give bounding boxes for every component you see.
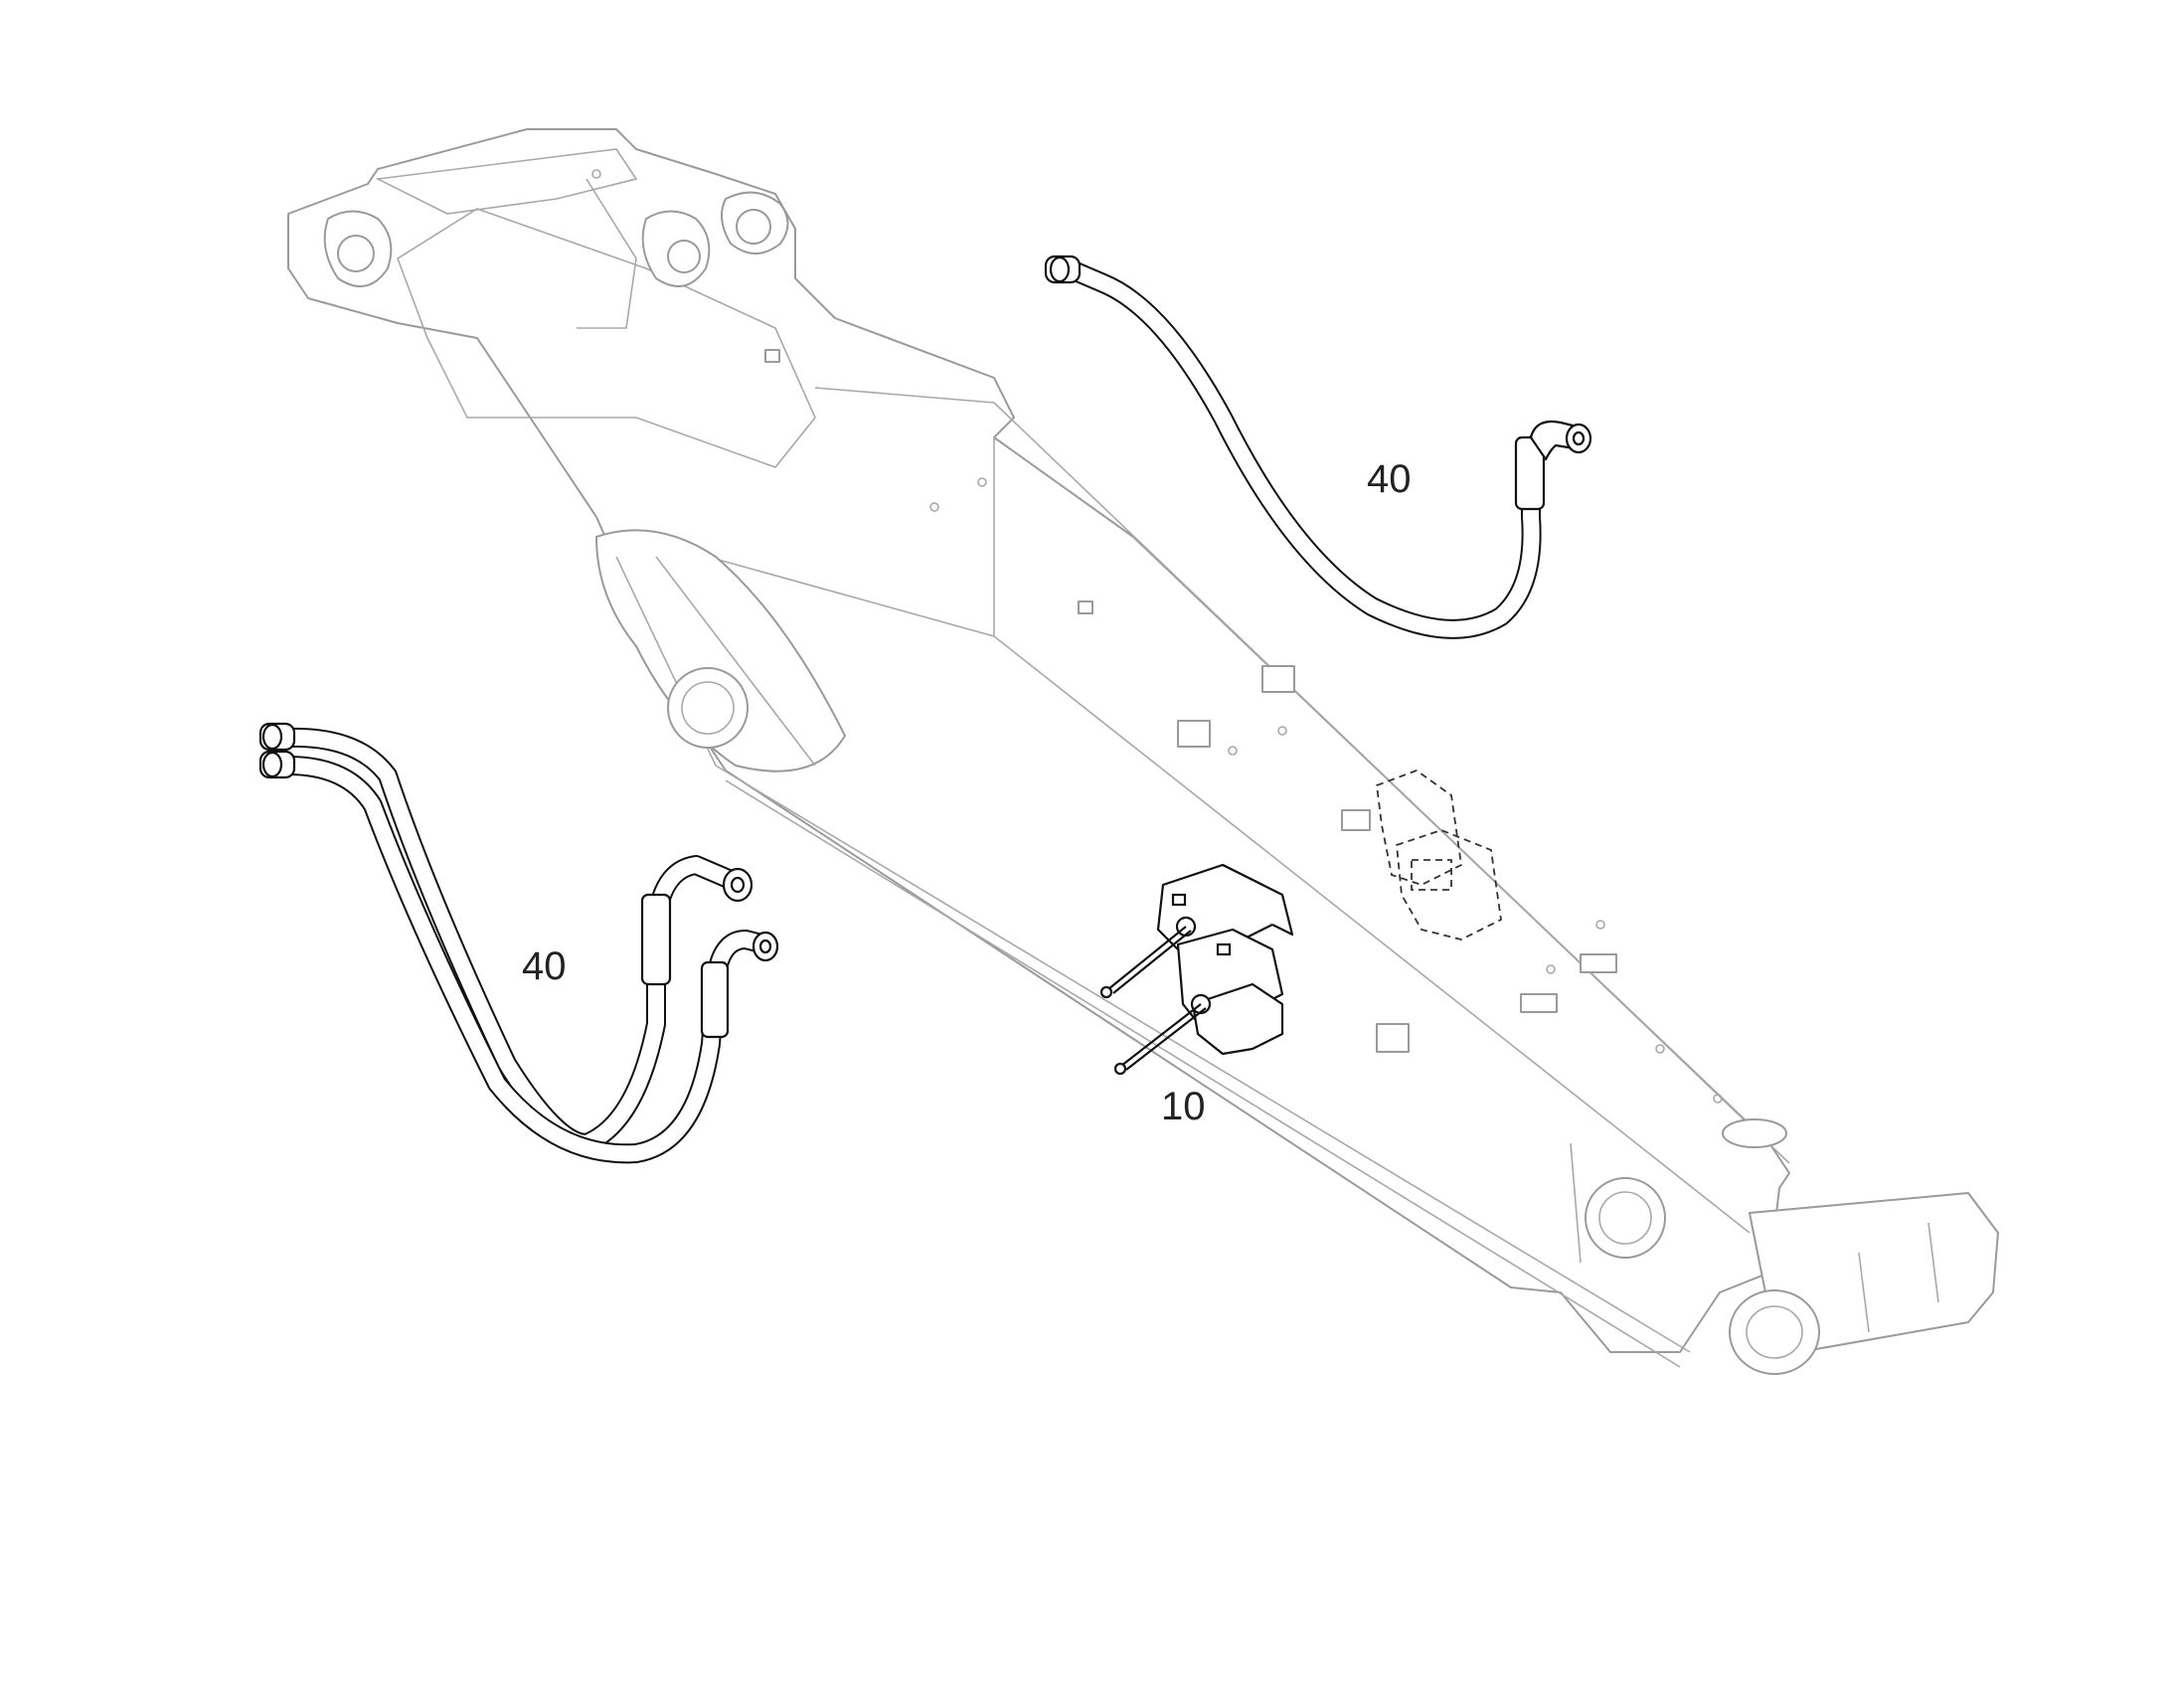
upper-hose — [1044, 255, 1592, 639]
boom-body — [287, 128, 1999, 1375]
callout-upper-hose: 40 — [1367, 457, 1412, 501]
lower-hoses — [258, 722, 779, 1164]
callout-lower-hoses: 40 — [522, 944, 567, 988]
callout-valve-block: 10 — [1161, 1085, 1206, 1128]
valve-block — [1099, 863, 1294, 1076]
phantom-valve-outline — [1376, 769, 1502, 940]
